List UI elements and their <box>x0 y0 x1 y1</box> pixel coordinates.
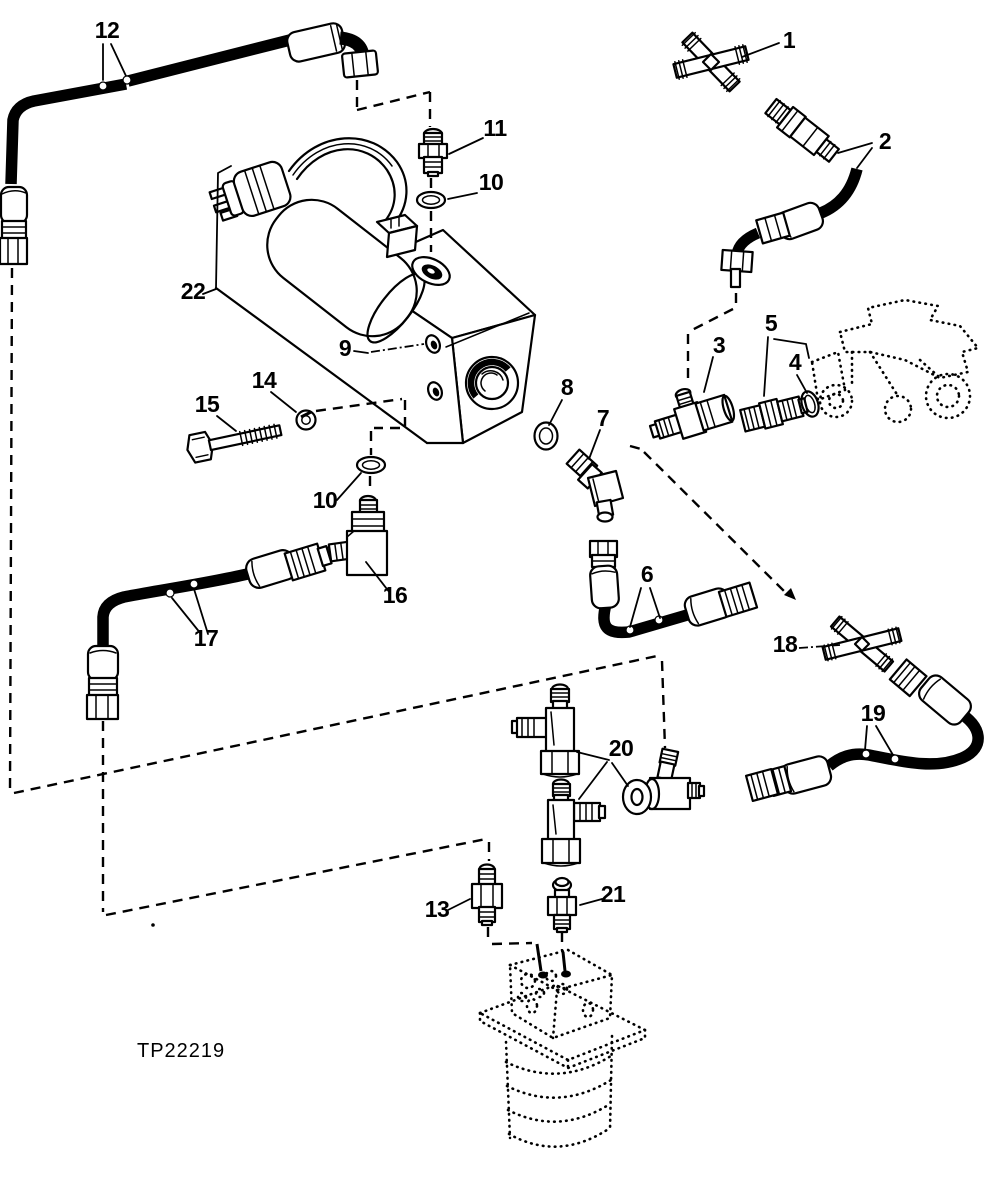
callout-13: 13 <box>425 896 450 922</box>
hose-17-end-fitting <box>85 644 120 721</box>
tee-fitting-20-upper <box>510 683 581 778</box>
hose-17 <box>85 542 333 721</box>
electrical-plug <box>208 160 292 222</box>
hose-19-coupler <box>888 658 928 698</box>
callout-2: 2 <box>879 128 891 154</box>
solenoid-coil <box>208 137 426 344</box>
callout-17: 17 <box>194 625 219 651</box>
elbow-fitting-20 <box>621 747 706 816</box>
callout-18: 18 <box>773 631 798 657</box>
callout-3: 3 <box>713 332 725 358</box>
callout-15: 15 <box>195 391 220 417</box>
coil-wires <box>287 137 408 226</box>
hose-12-lower-fitting <box>0 185 29 266</box>
fitting-21 <box>546 876 578 934</box>
phantom-valve-assembly <box>810 298 980 424</box>
callout-4: 4 <box>789 349 802 375</box>
callout-6: 6 <box>641 561 653 587</box>
callout-5: 5 <box>765 310 778 336</box>
hose-12-upper-fitting <box>286 22 379 79</box>
barb-fitting-5 <box>739 395 809 433</box>
callout-22: 22 <box>181 278 206 304</box>
callout-12: 12 <box>95 17 120 43</box>
hose-17-coupler <box>283 542 333 582</box>
hose-6 <box>588 539 759 639</box>
bolt-15 <box>186 423 283 464</box>
o-ring-10-lower <box>355 400 407 492</box>
callout-11: 11 <box>483 115 507 141</box>
callout-7: 7 <box>597 405 609 431</box>
tee-fitting-3 <box>648 276 738 440</box>
callout-14: 14 <box>252 367 277 393</box>
callout-10-lower: 10 <box>313 487 338 513</box>
front-port-holes <box>424 334 444 401</box>
elbow-fitting-16 <box>322 494 389 577</box>
elbow-fitting-7 <box>565 448 625 523</box>
tee-fitting-20-lower <box>540 778 607 867</box>
fitting-13-pointer <box>486 927 548 979</box>
leader-lines <box>98 42 894 927</box>
hose-12 <box>0 22 432 266</box>
fitting-21-pointer <box>560 932 571 978</box>
callout-labels: 1 2 3 4 5 6 7 8 9 10 10 11 12 13 14 15 1… <box>95 17 892 922</box>
hose-6-coupler <box>683 581 759 627</box>
threaded-port <box>464 355 520 411</box>
callout-1: 1 <box>783 27 796 53</box>
callout-19: 19 <box>861 700 886 726</box>
callout-21: 21 <box>601 881 626 907</box>
callout-20: 20 <box>609 735 634 761</box>
fitting-13 <box>470 863 504 927</box>
o-ring-8 <box>533 421 559 451</box>
callout-9: 9 <box>339 335 351 361</box>
figure-code: TP22219 <box>137 1040 225 1062</box>
o-ring-10-upper <box>415 178 447 252</box>
hose-6-left-fitting <box>588 539 620 610</box>
lock-washer-14 <box>295 397 403 431</box>
alignment-plane-lines <box>8 267 796 917</box>
callout-8: 8 <box>561 374 574 400</box>
coil-connector <box>375 213 419 259</box>
hose-19 <box>744 658 984 803</box>
callout-16: 16 <box>383 582 408 608</box>
cross-fitting-18 <box>821 615 903 673</box>
fitting-11 <box>417 127 449 178</box>
block-top-boss <box>411 256 451 286</box>
phantom-motor <box>478 948 647 1148</box>
hose-2 <box>720 97 863 289</box>
callout-10-upper: 10 <box>479 169 504 195</box>
coupler-2 <box>764 97 840 163</box>
arrowhead <box>784 588 796 600</box>
cross-fitting-1 <box>672 31 750 93</box>
